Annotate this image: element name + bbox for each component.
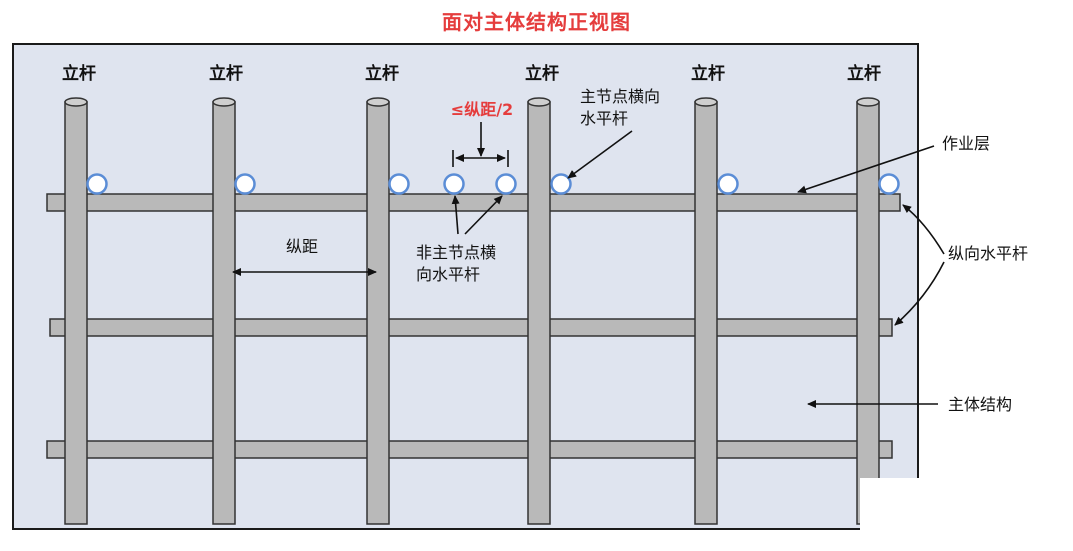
main-node-transverse-arrow [567,130,633,179]
longitudinal-bar-working-layer [46,193,901,212]
non-main-node-transverse-label-line1: 非主节点横 [416,243,496,262]
post-labels: 立杆 立杆 立杆 立杆 立杆 立杆 [62,63,881,84]
longitudinal-bar-bottom [46,440,893,459]
half-spacing-dimension [452,122,509,167]
post-label: 立杆 [847,63,881,84]
working-layer-arrow [797,145,935,194]
transverse-bar-circle [443,173,465,195]
vertical-post [212,97,236,525]
post-label: 立杆 [209,63,243,84]
longitudinal-horizontal-bar-label: 纵向水平杆 [948,244,1028,263]
longitudinal-spacing-label: 纵距 [286,237,318,256]
main-structure-label: 主体结构 [948,395,1012,414]
transverse-bar-circle [878,173,900,195]
vertical-post [856,97,880,525]
vertical-post [694,97,718,525]
longitudinal-bars [46,193,901,459]
transverse-bar-sections [86,173,900,195]
post-label: 立杆 [62,63,96,84]
non-main-node-transverse-label-line2: 向水平杆 [416,265,480,284]
longitudinal-horizontal-bar-arrows [894,204,945,326]
vertical-post [64,97,88,525]
non-main-node-arrows [451,195,503,235]
transverse-bar-circle [717,173,739,195]
transverse-bar-circle [234,173,256,195]
transverse-bar-circle [495,173,517,195]
diagram-title: 面对主体结构正视图 [442,10,631,34]
post-label: 立杆 [691,63,725,84]
transverse-bar-circle [86,173,108,195]
longitudinal-bar-middle [49,318,893,337]
vertical-post [366,97,390,525]
main-node-transverse-label-line1: 主节点横向 [580,87,660,106]
post-label: 立杆 [365,63,399,84]
vertical-post [527,97,551,525]
max-half-spacing-label: ≤纵距/2 [451,100,513,119]
vertical-posts [64,97,880,525]
main-node-transverse-label-line2: 水平杆 [580,109,628,128]
post-label: 立杆 [525,63,559,84]
working-layer-label: 作业层 [942,134,990,153]
corner-blank [860,478,1073,551]
transverse-bar-circle [388,173,410,195]
transverse-bar-circle [550,173,572,195]
